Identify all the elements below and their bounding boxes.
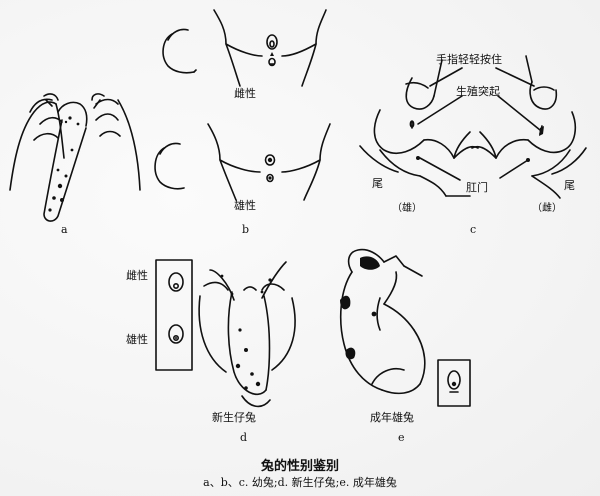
panel-e-drawing (339, 248, 471, 407)
panel-c-tail-left: 尾 (372, 177, 383, 190)
panel-c-drawing (359, 55, 587, 199)
panel-c-sex-right: （雌） (532, 203, 562, 214)
panel-d-letter: d (240, 431, 248, 444)
panel-d-female-label: 雌性 (126, 269, 148, 282)
figure-caption-title: 兔的性别鉴别 (260, 459, 339, 474)
panel-c-tail-right: 尾 (564, 179, 575, 192)
panel-b-male-label: 雄性 (234, 199, 256, 212)
panel-e-letter: e (398, 431, 405, 444)
panel-a-drawing (9, 93, 141, 222)
panel-c-fingers-label: 手指轻轻按住 (436, 53, 502, 66)
panel-a-letter: a (61, 223, 68, 236)
panel-b-drawing (154, 9, 331, 201)
panel-d-male-label: 雄性 (126, 333, 148, 346)
panel-c-letter: c (470, 223, 477, 236)
panel-d-subject-label: 新生仔兔 (212, 411, 256, 424)
panel-b-female-label: 雌性 (234, 87, 256, 100)
panel-d-drawing (155, 259, 296, 408)
panel-c-anus-label: 肛门 (466, 181, 488, 194)
figure-caption-description: a、b、c. 幼兔;d. 新生仔兔;e. 成年雄兔 (203, 476, 397, 489)
panel-b-letter: b (242, 223, 250, 236)
panel-c-genital-label: 生殖突起 (456, 85, 500, 98)
panel-c-sex-left: （雄） (392, 203, 422, 214)
panel-e-subject-label: 成年雄兔 (370, 411, 414, 424)
